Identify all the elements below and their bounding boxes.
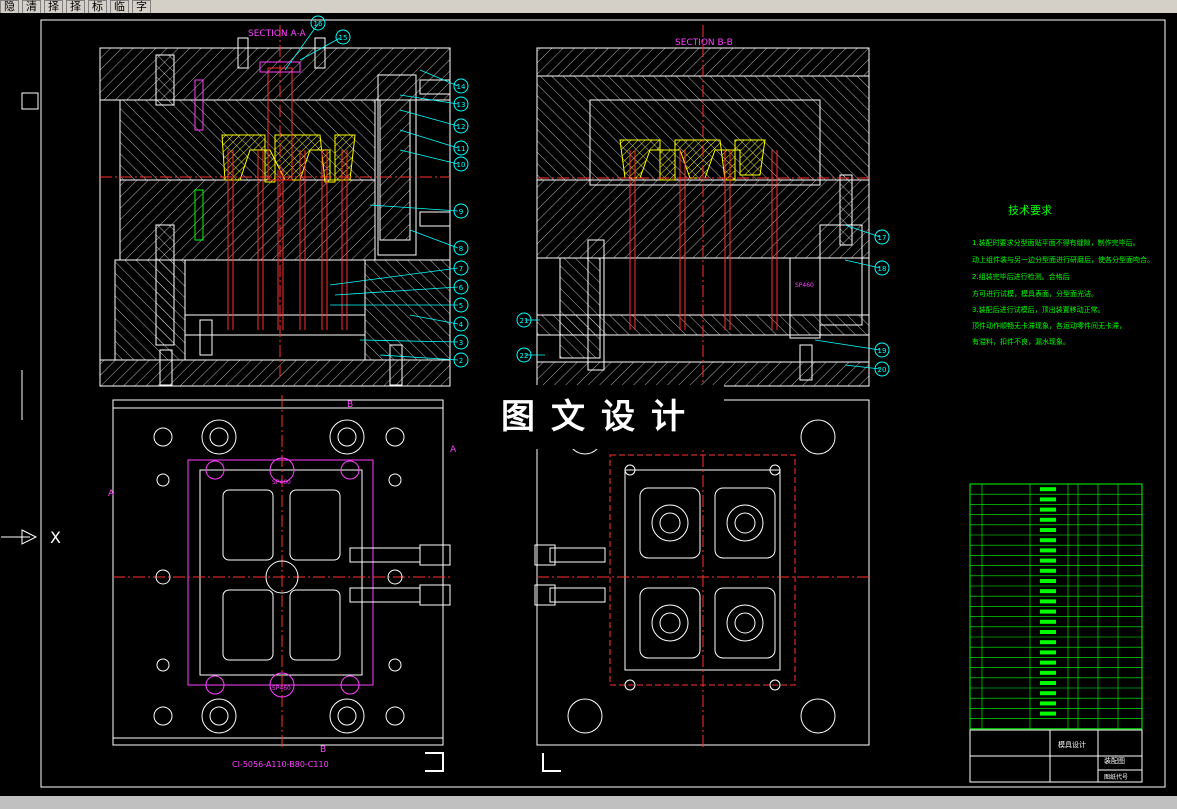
title-block-name: 模具设计	[1058, 740, 1086, 749]
callout-11: 11	[457, 145, 466, 153]
callout-21: 21	[520, 317, 529, 325]
bill-of-materials	[969, 483, 1143, 730]
section-aa-title: SECTION A-A	[248, 29, 307, 39]
bom-row-marker	[1040, 548, 1056, 553]
bom-row-marker	[1040, 599, 1056, 604]
cad-toolbar: 隐 清 择 择 标 临 字	[0, 0, 1177, 14]
fixed-half-plan-view: SP460 SP460 A A B B CI-5056-A110-B80-C11…	[108, 395, 457, 772]
callout-2: 2	[459, 357, 463, 365]
tech-line-1: 1.装配时要求分型面贴平面不得有缝隙，制作完毕后。	[972, 238, 1140, 247]
bom-row-marker	[1040, 507, 1056, 512]
callout-8: 8	[459, 245, 463, 253]
bom-row-marker	[1040, 558, 1056, 563]
section-bb-view: SECTION B-B SP460 17 18 19 20 21 22	[516, 25, 890, 387]
callout-17: 17	[878, 234, 887, 242]
bom-row-marker	[1040, 609, 1056, 614]
tech-line-7: 有溢料，扣件不良，漏水现象。	[972, 337, 1070, 346]
callout-18: 18	[878, 265, 887, 273]
tech-line-4: 方可进行试模，模具表面，分型面光洁。	[972, 289, 1098, 298]
watermark-overlay: 图文设计	[478, 385, 724, 449]
section-aa-view: SECTION A-A	[99, 15, 469, 387]
callout-4: 4	[459, 321, 464, 329]
section-mark-b-top: B	[347, 400, 353, 410]
sp-label-plan-bottom: SP460	[272, 685, 291, 692]
bom-row-marker	[1040, 517, 1056, 522]
tech-line-3: 2.组装完毕后进行检测。合格后	[972, 272, 1070, 281]
drawing-border	[40, 19, 1166, 788]
bom-row-marker	[1040, 640, 1056, 645]
section-mark-a-left: A	[108, 489, 115, 499]
callout-16: 16	[314, 20, 323, 28]
callout-15: 15	[339, 34, 348, 42]
bom-row-marker	[1040, 619, 1056, 624]
section-mark-a-right: A	[450, 445, 457, 455]
bom-row-marker	[1040, 528, 1056, 532]
toolbar-button-1[interactable]: 隐	[0, 0, 19, 14]
callout-14: 14	[457, 83, 466, 91]
bom-row-marker	[1040, 487, 1056, 492]
bom-row-marker	[1040, 497, 1056, 502]
callout-10: 10	[457, 161, 466, 169]
callout-3: 3	[459, 339, 463, 347]
sp-label-plan-top: SP460	[272, 479, 291, 486]
callout-13: 13	[457, 101, 466, 109]
section-bb-title: SECTION B-B	[675, 38, 733, 48]
toolbar-button-4[interactable]: 择	[66, 0, 85, 14]
callout-5: 5	[459, 302, 463, 310]
mold-base-code: CI-5056-A110-B80-C110	[232, 760, 329, 769]
moving-half-plan-view	[534, 395, 870, 772]
bom-row-marker	[1040, 630, 1056, 634]
bom-row-marker	[1040, 691, 1056, 696]
bom-row-marker	[1040, 589, 1056, 594]
toolbar-button-7[interactable]: 字	[132, 0, 151, 14]
toolbar-button-2[interactable]: 清	[22, 0, 41, 14]
status-strip	[0, 796, 1177, 809]
title-block: 模具设计 装配图 图纸代号	[969, 729, 1143, 783]
bom-row-marker	[1040, 711, 1056, 716]
callout-20: 20	[878, 366, 887, 374]
callout-12: 12	[457, 123, 466, 131]
tech-line-6: 顶件动作顺畅无卡滞现象，各运动零件间无卡滞，	[972, 321, 1126, 330]
section-mark-b-bottom: B	[320, 745, 326, 755]
bom-row-marker	[1040, 701, 1056, 706]
bom-row-marker	[1040, 538, 1056, 543]
bom-row-marker	[1040, 670, 1056, 675]
ucs-x-label: X	[50, 528, 61, 547]
technical-requirements: 技术要求 1.装配时要求分型面贴平面不得有缝隙，制作完毕后。 动上组件装与另一边…	[972, 204, 1154, 346]
bom-row-marker	[1040, 568, 1056, 573]
callout-22: 22	[520, 352, 529, 360]
bom-row-marker	[1040, 681, 1056, 685]
toolbar-button-6[interactable]: 临	[110, 0, 129, 14]
callout-7: 7	[459, 265, 463, 273]
bom-row-marker	[1040, 579, 1056, 583]
callout-9: 9	[459, 208, 463, 216]
toolbar-button-5[interactable]: 标	[88, 0, 107, 14]
tech-title: 技术要求	[1008, 204, 1052, 217]
callout-6: 6	[459, 284, 464, 292]
callout-19: 19	[878, 347, 887, 355]
cad-drawing-canvas[interactable]: X	[0, 13, 1177, 809]
title-block-code: 图纸代号	[1104, 773, 1128, 781]
bom-row-marker	[1040, 650, 1056, 655]
mold-assembly-drawing: X	[0, 13, 1177, 796]
tech-line-5: 3.装配后进行试模后，顶出装置移动正常。	[972, 305, 1105, 314]
ucs-marker	[21, 92, 39, 110]
bom-row-marker	[1040, 660, 1056, 665]
toolbar-button-3[interactable]: 择	[44, 0, 63, 14]
sp-label-b: SP460	[795, 282, 814, 289]
tech-line-2: 动上组件装与另一边分型面进行研磨后，使各分型面吻合。	[972, 255, 1154, 264]
title-block-type: 装配图	[1104, 756, 1125, 765]
